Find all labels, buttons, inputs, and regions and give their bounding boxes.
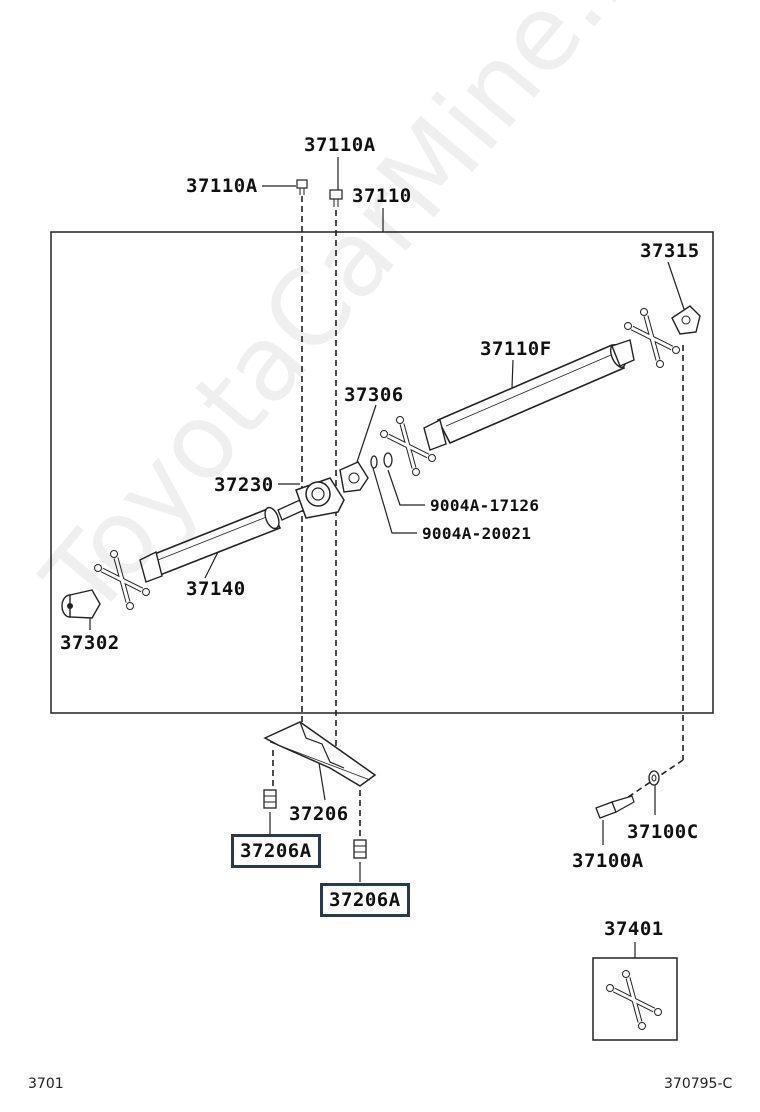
- label-37110F: 37110F: [480, 338, 552, 360]
- label-37206: 37206: [289, 803, 349, 825]
- label-37110: 37110: [352, 185, 412, 207]
- yoke-37306: [339, 461, 369, 493]
- universal-joint-spider-rear: [624, 308, 680, 368]
- alignment-lines: [272, 196, 684, 840]
- universal-joint-spider-kit: [606, 970, 662, 1030]
- label-37100A: 37100A: [572, 850, 644, 872]
- universal-joint-spider-front: [94, 550, 150, 610]
- label-37140: 37140: [186, 578, 246, 600]
- bolt-37206A-2: [353, 839, 367, 859]
- flange-37302: [61, 589, 101, 619]
- label-9004A-17126: 9004A-17126: [430, 496, 540, 515]
- footer-left-code: 3701: [28, 1076, 64, 1092]
- label-37110A-left: 37110A: [186, 175, 258, 197]
- label-37230: 37230: [214, 474, 274, 496]
- label-9004A-20021: 9004A-20021: [422, 524, 532, 543]
- assembly-frame: [50, 231, 714, 714]
- flange-yoke-37315: [671, 305, 701, 335]
- universal-joint-spider-middle: [380, 416, 436, 476]
- propeller-shaft-37110F: [423, 339, 635, 451]
- label-37302: 37302: [60, 632, 120, 654]
- washer-9004A-20021: [370, 455, 378, 469]
- bolt-37206A-1: [263, 789, 277, 809]
- label-37315: 37315: [640, 240, 700, 262]
- propeller-shaft-37140: [139, 499, 305, 583]
- label-37306: 37306: [344, 384, 404, 406]
- nut-9004A-17126: [383, 452, 393, 468]
- label-37206A-first: 37206A: [231, 834, 321, 868]
- bolt-37100A: [595, 795, 635, 819]
- center-bearing-37230: [295, 477, 345, 519]
- label-37401: 37401: [604, 918, 664, 940]
- label-37206A-second: 37206A: [320, 883, 410, 917]
- bolt-37110A-top: [329, 189, 343, 207]
- bolt-37110A-left: [296, 179, 308, 195]
- leader-lines: [89, 157, 686, 882]
- bracket-37206: [263, 721, 377, 787]
- footer-right-code: 370795-C: [664, 1076, 733, 1092]
- label-37110A-top: 37110A: [304, 134, 376, 156]
- label-37100C: 37100C: [627, 821, 699, 843]
- nut-37100C: [648, 770, 660, 786]
